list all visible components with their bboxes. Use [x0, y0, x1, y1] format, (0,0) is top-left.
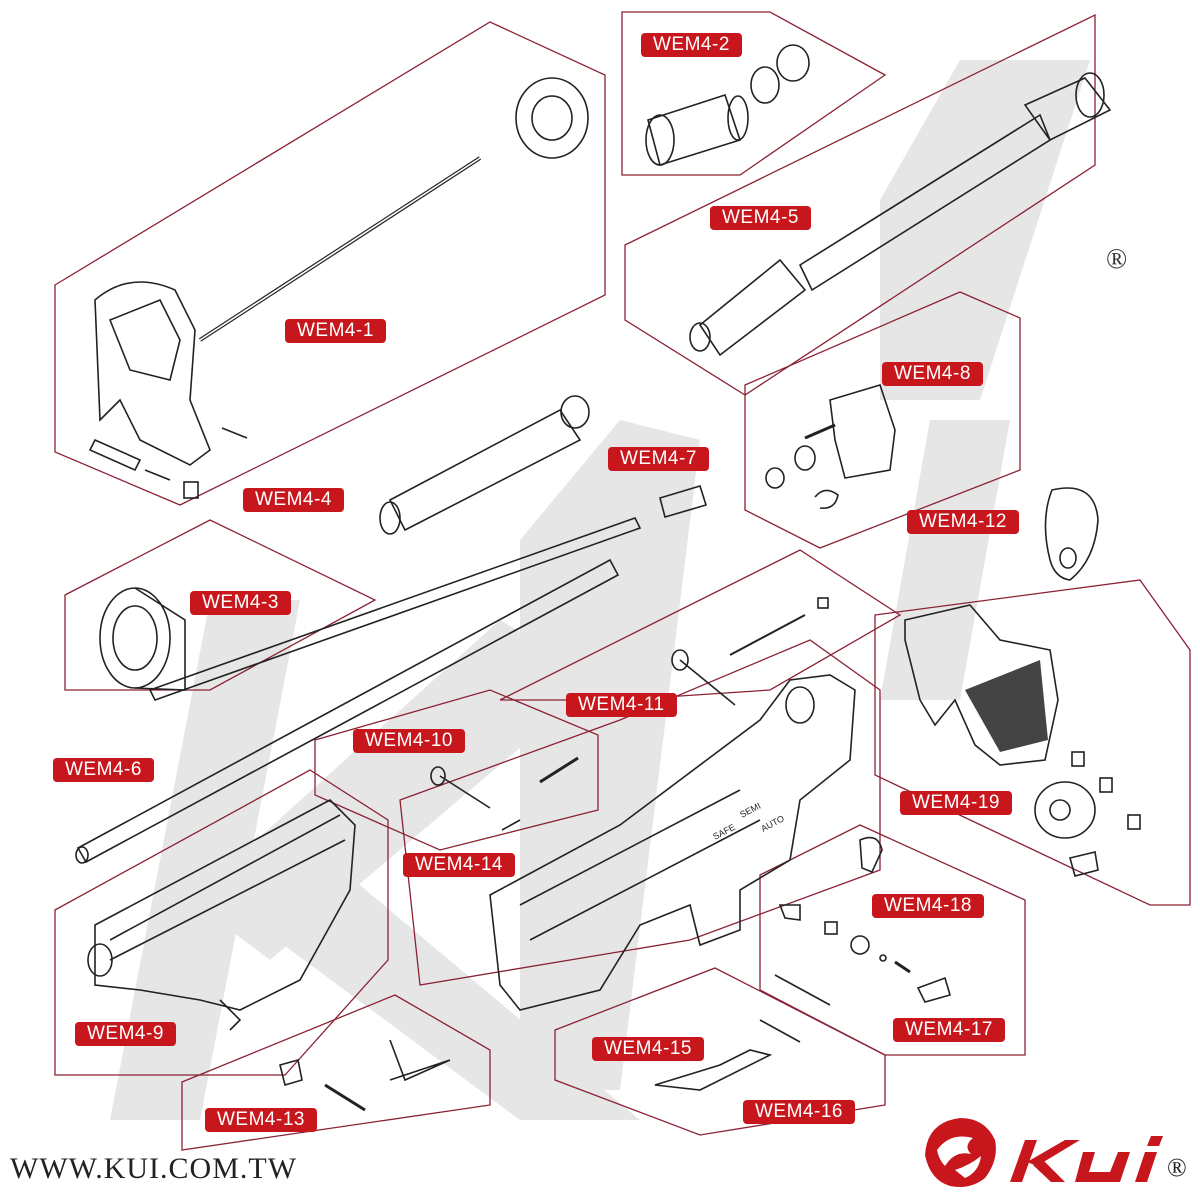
part-label-wem4-14: WEM4-14	[403, 853, 515, 877]
part-label-wem4-16: WEM4-16	[743, 1100, 855, 1124]
part-label-wem4-18: WEM4-18	[872, 894, 984, 918]
part-label-wem4-10: WEM4-10	[353, 729, 465, 753]
part-label-wem4-12: WEM4-12	[907, 510, 1019, 534]
kui-logo: ®	[925, 1118, 1187, 1187]
part-label-wem4-11: WEM4-11	[566, 693, 677, 717]
part-label-wem4-13: WEM4-13	[205, 1108, 317, 1132]
kui-wordmark	[1010, 1136, 1163, 1182]
registered-mark: ®	[1106, 244, 1128, 275]
logo-registered-mark: ®	[1167, 1153, 1187, 1182]
part-label-wem4-4: WEM4-4	[243, 488, 344, 512]
website-url[interactable]: WWW.KUI.COM.TW	[10, 1152, 298, 1185]
part-label-wem4-9: WEM4-9	[75, 1022, 176, 1046]
part-label-wem4-7: WEM4-7	[608, 447, 709, 471]
part-label-wem4-8: WEM4-8	[882, 362, 983, 386]
part-label-wem4-1: WEM4-1	[285, 319, 386, 343]
lion-head-icon	[925, 1118, 996, 1187]
part-label-wem4-3: WEM4-3	[190, 591, 291, 615]
kui-watermark	[110, 60, 1090, 1120]
auto-marking: AUTO	[759, 813, 786, 833]
semi-marking: SEMI	[738, 801, 762, 820]
part-label-wem4-15: WEM4-15	[592, 1037, 704, 1061]
part-label-wem4-2: WEM4-2	[641, 33, 742, 57]
part-label-wem4-19: WEM4-19	[900, 791, 1012, 815]
part-label-wem4-6: WEM4-6	[53, 758, 154, 782]
part-sketches	[75, 44, 1141, 1112]
part-label-wem4-17: WEM4-17	[893, 1018, 1005, 1042]
part-label-wem4-5: WEM4-5	[710, 206, 811, 230]
